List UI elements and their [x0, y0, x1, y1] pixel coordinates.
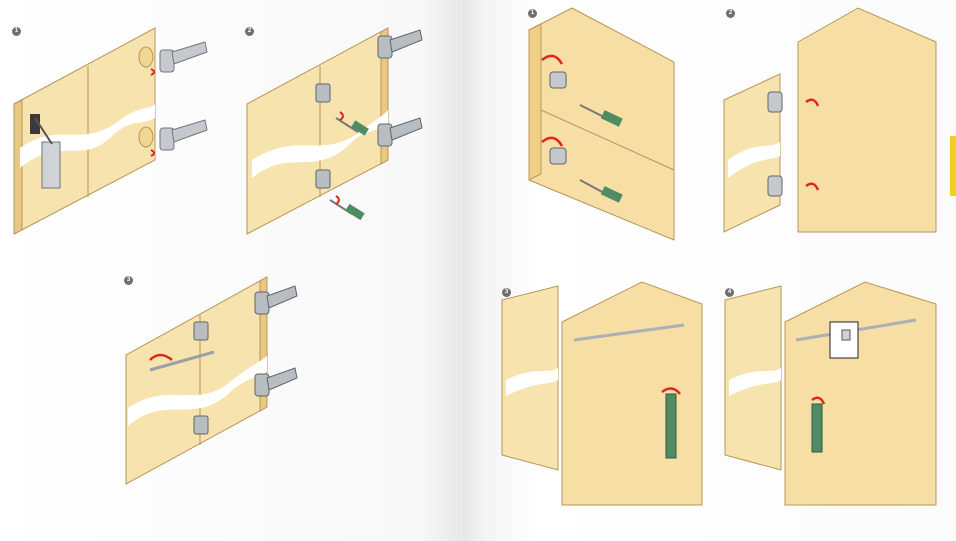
illustration-door-assembly [125, 276, 298, 485]
illustration-door-drilling [13, 27, 208, 235]
illustration-cabinet-steps [501, 7, 937, 506]
step-badge: 3 [502, 288, 511, 297]
step-badge: 4 [725, 288, 734, 297]
step-badge: 1 [528, 9, 537, 18]
page-tab-marker [950, 136, 956, 196]
right-page: 1 2 3 4 [466, 0, 956, 541]
step-badge: 2 [726, 9, 735, 18]
step-badge: 1 [12, 27, 21, 36]
step-badge: 2 [245, 27, 254, 36]
illustration-hinge-plates [246, 27, 423, 235]
step-badge: 3 [124, 276, 133, 285]
left-page: 1 2 [0, 0, 466, 541]
